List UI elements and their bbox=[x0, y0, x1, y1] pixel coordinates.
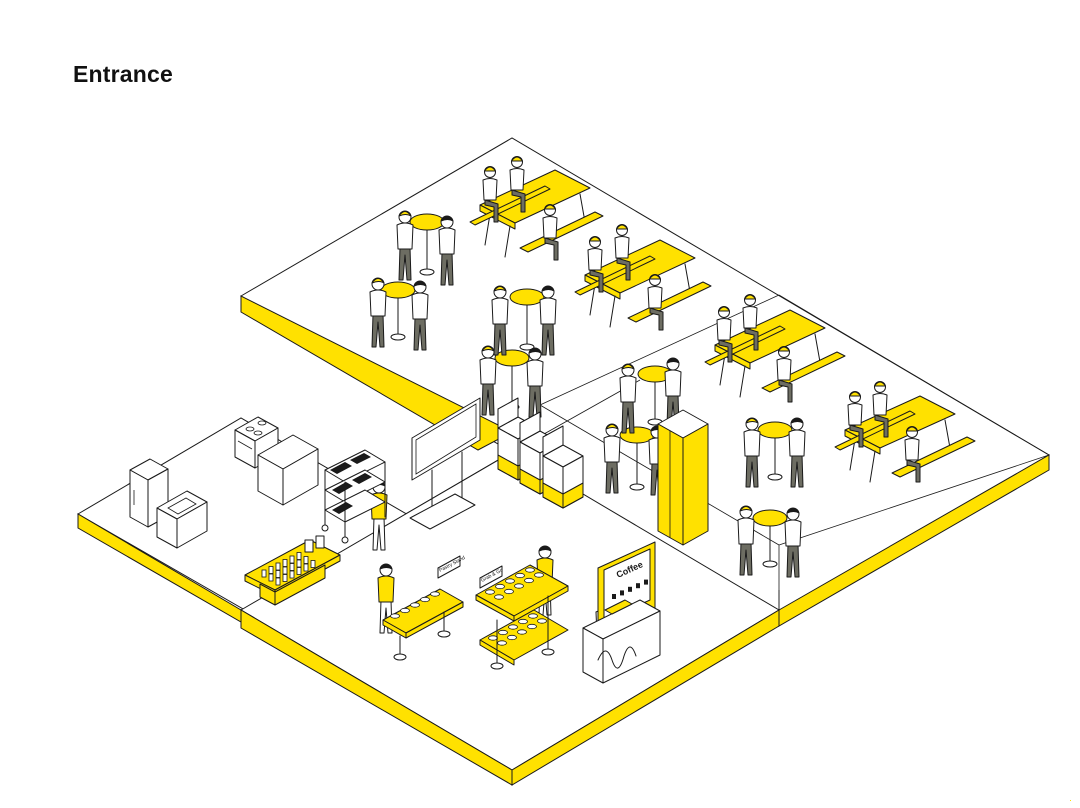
plate-icon bbox=[534, 572, 544, 578]
bottle-icon bbox=[275, 570, 281, 578]
plate-icon bbox=[410, 602, 420, 608]
person-icon bbox=[479, 345, 497, 416]
high-table bbox=[757, 421, 793, 481]
plate-icon bbox=[528, 613, 538, 619]
bottle-icon bbox=[289, 570, 295, 579]
person-icon bbox=[491, 285, 509, 356]
plate-icon bbox=[498, 629, 508, 636]
plate-icon bbox=[518, 618, 528, 625]
bottle-icon bbox=[275, 577, 281, 586]
bottle-icon bbox=[303, 563, 309, 572]
food-counter-icon: Grab & Go bbox=[475, 564, 569, 670]
plate-icon bbox=[504, 588, 514, 595]
person-icon bbox=[619, 363, 637, 434]
picnic-bench bbox=[704, 309, 846, 398]
picnic-bench bbox=[574, 239, 712, 328]
person-icon bbox=[776, 346, 793, 403]
high-table bbox=[509, 288, 545, 351]
drinks-table-icon bbox=[244, 535, 341, 606]
bottle-icon bbox=[296, 559, 302, 568]
bottle-icon bbox=[282, 574, 288, 582]
plate-icon bbox=[527, 623, 537, 630]
cup-icon bbox=[620, 590, 624, 596]
cup-icon bbox=[636, 583, 640, 589]
plate-icon bbox=[495, 583, 505, 590]
plate-icon bbox=[420, 596, 430, 603]
person-icon bbox=[539, 285, 557, 356]
screen-icon bbox=[409, 397, 481, 530]
bin-icon bbox=[542, 425, 584, 509]
person-icon bbox=[526, 347, 544, 418]
plate-icon bbox=[485, 589, 495, 595]
person-icon bbox=[482, 166, 499, 223]
person-icon bbox=[742, 294, 759, 351]
plate-icon bbox=[537, 618, 547, 624]
accent-swatch bbox=[1070, 800, 1071, 801]
cup-icon bbox=[612, 594, 616, 599]
person-icon bbox=[847, 391, 864, 448]
plate-icon bbox=[514, 583, 524, 589]
high-table bbox=[619, 426, 655, 491]
plate-icon bbox=[497, 640, 507, 646]
plate-icon bbox=[430, 591, 440, 597]
person-icon bbox=[603, 423, 621, 494]
person-icon bbox=[542, 204, 559, 261]
bottle-icon bbox=[310, 560, 316, 568]
person-icon bbox=[438, 215, 456, 286]
person-icon bbox=[396, 210, 414, 281]
person-icon bbox=[587, 236, 604, 293]
picnic-bench bbox=[469, 169, 604, 258]
plate-icon bbox=[508, 624, 518, 630]
cup-icon bbox=[628, 586, 632, 592]
plate-icon bbox=[494, 594, 504, 600]
coffee-kiosk-icon: Coffee bbox=[582, 541, 661, 684]
plate-icon bbox=[390, 613, 400, 619]
people-layer bbox=[369, 156, 921, 668]
bottle-icon bbox=[303, 556, 309, 564]
person-icon bbox=[509, 156, 526, 213]
plate-icon bbox=[515, 572, 525, 579]
person-icon bbox=[716, 306, 733, 363]
plate-icon bbox=[400, 607, 410, 614]
person-icon bbox=[411, 280, 429, 351]
cup-icon bbox=[644, 579, 648, 585]
person-icon bbox=[904, 426, 921, 483]
counter-icon bbox=[257, 434, 319, 506]
plate-icon bbox=[517, 629, 527, 635]
person-icon bbox=[737, 505, 755, 576]
bottle-icon bbox=[289, 555, 295, 564]
bottle-icon bbox=[275, 562, 281, 571]
plate-icon bbox=[488, 635, 498, 641]
bottle-icon bbox=[282, 559, 288, 567]
sink-unit-icon bbox=[156, 490, 208, 549]
bottle-icon bbox=[296, 552, 302, 560]
high-table bbox=[752, 509, 788, 568]
locker-icon bbox=[657, 409, 709, 546]
person-icon bbox=[788, 417, 806, 488]
bottle-icon bbox=[261, 569, 267, 578]
bottle-icon bbox=[296, 567, 302, 575]
person-icon bbox=[872, 381, 889, 438]
page-title: Entrance bbox=[73, 61, 174, 87]
person-icon bbox=[369, 277, 387, 348]
person-icon bbox=[647, 274, 664, 331]
bottle-icon bbox=[268, 573, 274, 582]
person-icon bbox=[784, 507, 802, 578]
person-icon bbox=[614, 224, 631, 281]
bottle-icon bbox=[282, 566, 288, 575]
cart-icon bbox=[321, 449, 386, 544]
person-icon bbox=[743, 417, 761, 488]
bottle-icon bbox=[268, 566, 274, 574]
bottle-icon bbox=[289, 563, 295, 571]
high-table bbox=[637, 365, 673, 426]
accent-color bbox=[1070, 800, 1071, 801]
plate-icon bbox=[524, 577, 534, 584]
plate-icon bbox=[507, 634, 517, 641]
plate-icon bbox=[525, 567, 535, 573]
plate-icon bbox=[505, 578, 515, 584]
